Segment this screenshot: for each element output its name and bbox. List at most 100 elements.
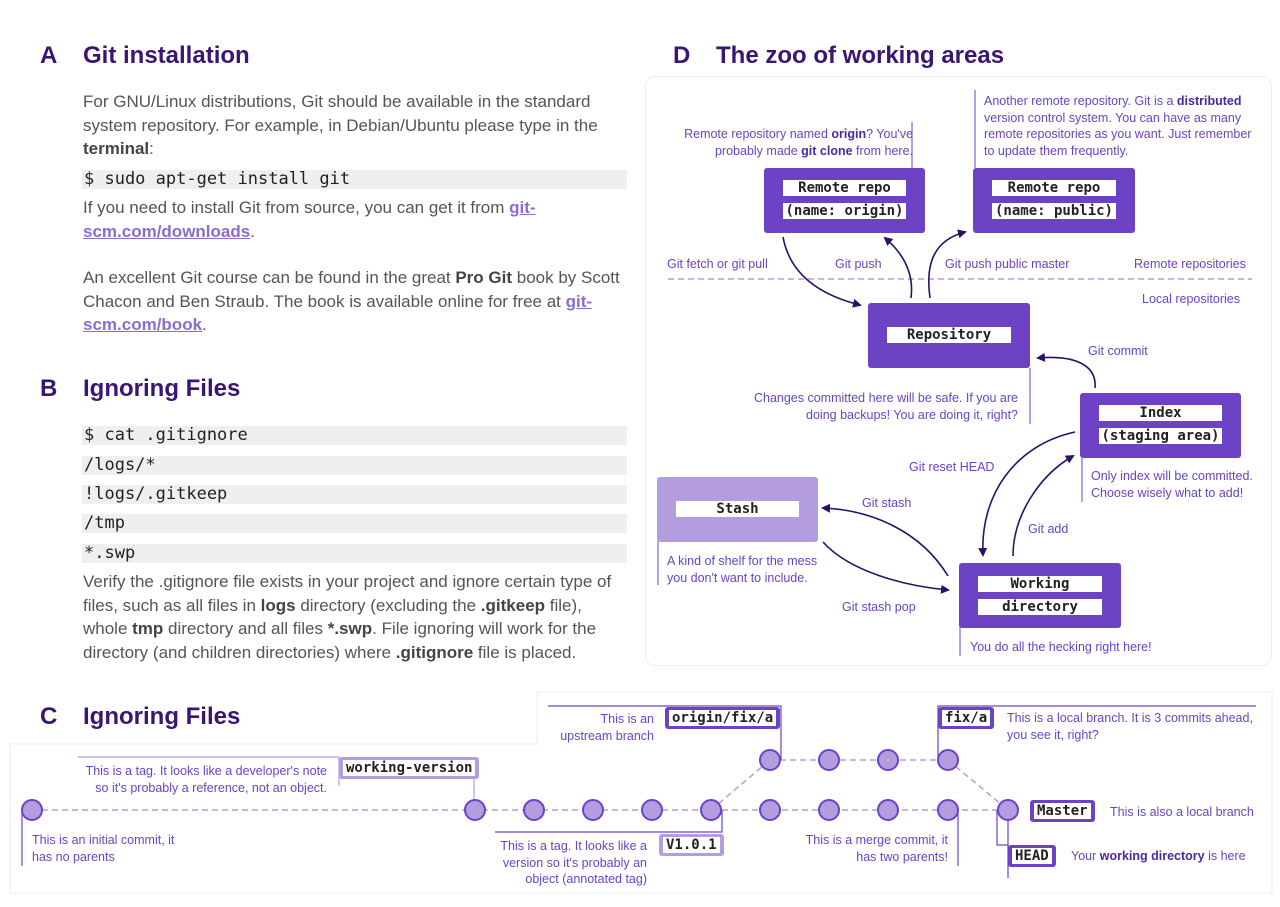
commit-node[interactable] xyxy=(523,799,545,821)
note-stash: A kind of shelf for the mess you don't w… xyxy=(667,554,818,585)
note-initial-commit: This is an initial commit, it has no par… xyxy=(32,833,175,864)
commit-node[interactable] xyxy=(877,749,899,771)
text: . File ignoring will work for the direct… xyxy=(83,619,597,662)
note-merge-commit: This is a merge commit, it has two paren… xyxy=(805,833,948,864)
label-local-repositories: Local repositories xyxy=(1142,292,1240,306)
bold-text: terminal xyxy=(83,139,150,158)
text: directory and all files xyxy=(163,619,328,638)
bold-text: origin xyxy=(831,127,867,141)
tag-label: fix/a xyxy=(942,710,991,726)
note-tag-developer: This is a tag. It looks like a developer… xyxy=(85,764,327,795)
remote-repo-public-box[interactable]: Remote repo (name: public) xyxy=(973,168,1135,233)
commit-node[interactable] xyxy=(21,799,43,821)
install-command: $ sudo apt-get install git xyxy=(82,170,627,189)
tag-master[interactable]: Master xyxy=(1030,800,1095,822)
working-areas-panel xyxy=(645,76,1272,666)
text: An excellent Git course can be found in … xyxy=(83,268,456,287)
text: : xyxy=(149,139,154,158)
bold-text: logs xyxy=(260,595,296,615)
box-label: (name: public) xyxy=(992,203,1116,219)
text: file is placed. xyxy=(473,642,577,662)
text: If you need to install Git from source, … xyxy=(83,198,510,217)
gitignore-line: *.swp xyxy=(82,544,627,563)
bold-text: tmp xyxy=(132,619,164,638)
box-label: (name: origin) xyxy=(783,203,906,219)
label-fetch-pull: Git fetch or git pull xyxy=(667,257,768,271)
commit-node[interactable] xyxy=(818,799,840,821)
text: Verify the .gitignore file exists in you… xyxy=(83,572,612,615)
tag-fix-a[interactable]: fix/a xyxy=(938,707,995,729)
box-label: Repository xyxy=(887,327,1011,343)
commit-node[interactable] xyxy=(582,799,604,821)
tag-working-version[interactable]: working-version xyxy=(339,757,480,779)
text: Another remote repository. Git is a xyxy=(984,94,1177,108)
text: . xyxy=(202,315,207,334)
section-c-title: Ignoring Files xyxy=(83,703,241,730)
bold-text: distributed xyxy=(1176,94,1242,108)
section-a-title: Git installation xyxy=(83,42,250,69)
section-a-letter: A xyxy=(40,42,58,69)
note-index: Only index will be committed. Choose wis… xyxy=(1091,469,1253,500)
box-label: Stash xyxy=(676,501,799,517)
text: Your xyxy=(1071,849,1100,863)
note-remote-origin: Remote repository named origin? You've p… xyxy=(655,126,913,159)
gitignore-line: /logs/* xyxy=(82,456,627,475)
text: . xyxy=(250,221,255,241)
text: directory (excluding the xyxy=(295,595,481,615)
section-d-title: The zoo of working areas xyxy=(716,42,1005,69)
bold-text: working directory xyxy=(1099,849,1205,863)
downloads-link[interactable]: git-scm.com/downloads xyxy=(83,198,536,241)
commit-node[interactable] xyxy=(700,799,722,821)
section-a-paragraph-1: For GNU/Linux distributions, Git should … xyxy=(83,90,628,161)
label-commit: Git commit xyxy=(1088,344,1148,358)
box-label: Remote repo xyxy=(992,180,1116,196)
commit-node[interactable] xyxy=(818,749,840,771)
commit-node[interactable] xyxy=(759,799,781,821)
note-head: Your working directory is here xyxy=(1071,848,1246,865)
box-label: Remote repo xyxy=(783,180,906,196)
working-directory-box[interactable]: Working directory xyxy=(959,563,1121,628)
tag-head[interactable]: HEAD xyxy=(1008,845,1056,867)
tag-label: working-version xyxy=(343,760,476,776)
section-b-paragraph: Verify the .gitignore file exists in you… xyxy=(83,570,628,664)
index-box[interactable]: Index (staging area) xyxy=(1080,393,1241,458)
label-add: Git add xyxy=(1028,522,1069,536)
commit-node[interactable] xyxy=(641,799,663,821)
note-tag-version: This is a tag. It looks like a version s… xyxy=(500,839,647,886)
stash-box[interactable]: Stash xyxy=(657,477,818,542)
section-c-letter: C xyxy=(40,703,58,730)
commit-node[interactable] xyxy=(464,799,486,821)
commit-node[interactable] xyxy=(937,799,959,821)
box-label: Index xyxy=(1099,405,1222,421)
tag-label: HEAD xyxy=(1012,848,1052,864)
gitignore-line: /tmp xyxy=(82,514,627,533)
note-working-directory: You do all the hecking right here! xyxy=(970,640,1152,654)
label-reset-head: Git reset HEAD xyxy=(909,460,995,474)
section-b-letter: B xyxy=(40,375,58,402)
commit-node[interactable] xyxy=(937,749,959,771)
label-stash: Git stash xyxy=(862,496,912,510)
tag-origin-fix-a[interactable]: origin/fix/a xyxy=(665,707,781,729)
label-push: Git push xyxy=(835,257,882,271)
note-local-branch: This is a local branch. It is 3 commits … xyxy=(1007,711,1253,742)
tag-v1-0-1[interactable]: V1.0.1 xyxy=(659,834,724,856)
section-a-paragraph-2: If you need to install Git from source, … xyxy=(83,196,628,243)
commit-node[interactable] xyxy=(877,799,899,821)
box-label: directory xyxy=(978,599,1102,615)
text: from here. xyxy=(852,143,913,158)
book-link[interactable]: git-scm.com/book xyxy=(83,291,593,335)
commit-node[interactable] xyxy=(997,799,1019,821)
repository-box[interactable]: Repository xyxy=(868,303,1030,368)
bold-text: .gitkeep xyxy=(480,595,546,615)
bold-text: git clone xyxy=(801,143,853,158)
text: file), whole xyxy=(83,595,582,639)
label-stash-pop: Git stash pop xyxy=(842,600,916,614)
remote-repo-origin-box[interactable]: Remote repo (name: origin) xyxy=(764,168,925,233)
text: is here xyxy=(1204,849,1246,863)
tag-label: Master xyxy=(1034,803,1091,819)
box-label: (staging area) xyxy=(1099,428,1222,444)
gitignore-line: $ cat .gitignore xyxy=(82,426,627,445)
commit-node[interactable] xyxy=(759,749,781,771)
